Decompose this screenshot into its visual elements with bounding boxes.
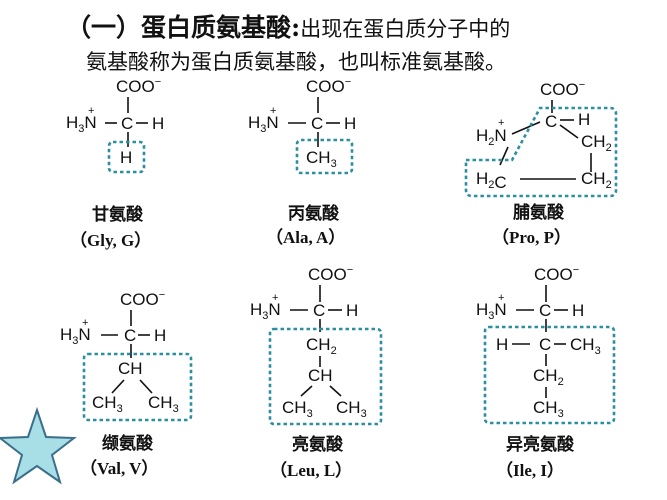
abbr-alanine: （Ala, A） [266,227,345,247]
alpha-carbon: C [121,114,133,133]
svg-text:C: C [124,326,136,345]
svg-text:H: H [154,326,166,345]
svg-text:C: C [311,114,323,133]
ammonium-label: H3N [66,113,97,135]
svg-text:C: C [313,301,325,320]
abbr-valine: （Val, V） [80,458,158,478]
svg-text:C: C [545,112,557,131]
svg-text:C: C [539,301,551,320]
svg-text:H: H [572,301,584,320]
abbr-glycine: （Gly, G） [70,230,151,250]
svg-text:CH3: CH3 [570,335,601,357]
svg-text:H: H [496,335,508,354]
svg-text:CH3: CH3 [282,398,313,420]
svg-text:H3N: H3N [250,300,281,322]
svg-text:+: + [272,292,278,304]
side-chain-box [107,140,146,174]
svg-text:CH2: CH2 [581,169,612,191]
svg-text:COO−: COO− [306,76,351,96]
svg-text:COO−: COO− [540,79,585,99]
svg-text:CH: CH [308,366,333,385]
star-icon [0,406,77,485]
svg-text:CH2: CH2 [581,132,612,154]
svg-text:COO−: COO− [120,289,165,309]
svg-text:+: + [498,117,504,129]
svg-text:CH3: CH3 [336,398,367,420]
svg-text:CH: CH [118,359,143,378]
side-chain-box [483,325,616,425]
svg-text:CH3: CH3 [306,148,337,170]
svg-text:H: H [346,301,358,320]
svg-text:+: + [498,292,504,304]
svg-text:CH2: CH2 [306,335,337,357]
section-description-2: 氨基酸称为蛋白质氨基酸，也叫标准氨基酸。 [86,50,506,74]
structure-alanine: COO− H3N + C H CH3 丙氨酸 （Ala, A） [248,76,356,247]
svg-text:H: H [344,114,356,133]
svg-text:+: + [270,105,276,117]
svg-text:COO−: COO− [534,264,579,284]
structure-valine: COO− H3N + C H CH CH3 CH3 缬氨酸 （Val, V） [60,289,193,478]
alpha-hydrogen: H [152,114,164,133]
svg-text:CH2: CH2 [533,366,564,388]
section-title: （一）蛋白质氨基酸: [66,13,301,42]
side-chain-box [295,138,354,175]
svg-text:H: H [578,110,590,129]
abbr-proline: （Pro, P） [492,227,571,247]
structure-proline: COO− C H H2N + CH2 CH2 H2C 脯氨酸 （Pro, P） [464,79,618,247]
name-proline: 脯氨酸 [513,202,565,223]
name-leucine: 亮氨酸 [292,434,344,455]
structure-isoleucine: COO− H3N + C H H C CH3 CH2 CH3 异亮氨酸 （Ile… [476,264,616,480]
name-valine: 缬氨酸 [102,433,154,454]
carboxylate-label: COO− [116,76,161,96]
abbr-leucine: （Leu, L） [270,460,352,480]
abbr-isoleucine: （Ile, I） [496,460,564,480]
svg-text:COO−: COO− [308,264,353,284]
side-chain-box [464,106,618,198]
heading-line-1: （一）蛋白质氨基酸:出现在蛋白质分子中的 [66,8,510,44]
svg-text:H2C: H2C [476,169,507,192]
svg-text:H3N: H3N [248,113,279,135]
svg-text:CH3: CH3 [92,393,123,415]
name-isoleucine: 异亮氨酸 [506,434,575,455]
structure-glycine: COO− H3N + C H H 甘氨酸 （Gly, G） [66,76,164,250]
side-chain-box [268,327,383,426]
svg-text:C: C [539,335,551,354]
section-description-1: 出现在蛋白质分子中的 [300,17,511,41]
svg-text:CH3: CH3 [148,393,179,415]
structure-leucine: COO− H3N + C H CH2 CH CH3 CH3 亮氨酸 （Leu, … [250,264,383,480]
name-glycine: 甘氨酸 [92,204,144,225]
side-chain-label: H [120,148,132,167]
svg-text:H3N: H3N [476,300,507,322]
svg-text:CH3: CH3 [533,398,564,420]
svg-text:H2N: H2N [476,126,507,148]
name-alanine: 丙氨酸 [288,203,340,224]
svg-text:+: + [82,317,88,329]
plus-charge: + [88,105,94,117]
svg-text:H3N: H3N [60,325,91,347]
